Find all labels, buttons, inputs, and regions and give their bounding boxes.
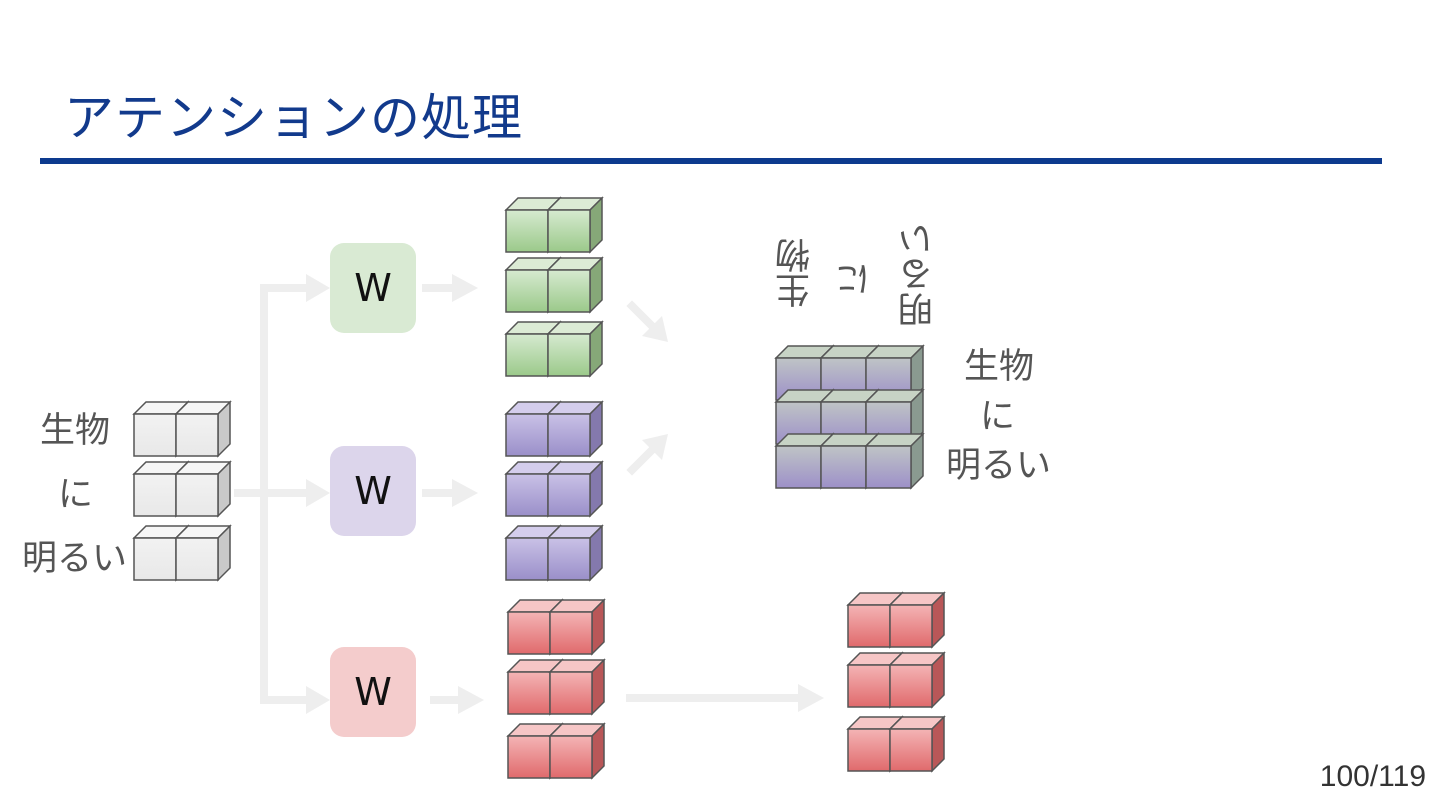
query-block-1-cell-2	[546, 196, 604, 254]
matrix-col-token-1: 生物	[776, 238, 816, 308]
input-block-1-cell-2	[174, 400, 232, 458]
key-block-2-cell-2	[546, 460, 604, 518]
output-block-1-cell-1	[846, 591, 904, 649]
matrix-row-token-2: に	[980, 397, 1016, 437]
input-block-3-cell-2	[174, 524, 232, 582]
input-block-2-cell-2	[174, 460, 232, 518]
matrix-col-token-3: 明るい	[899, 222, 939, 327]
key-weight-box: W	[330, 446, 416, 536]
input-block-2-cell-1	[132, 460, 190, 518]
attention-cell-3-3	[864, 432, 925, 490]
value-block-3-cell-1	[506, 722, 564, 780]
slide-title: アテンションの処理	[64, 89, 523, 147]
flow-arrows	[234, 284, 804, 704]
input-token-3: 明るい	[22, 539, 128, 579]
query-block-3-cell-2	[546, 320, 604, 378]
output-block-2-cell-2	[888, 651, 946, 709]
page-number: 100/119	[1319, 760, 1426, 793]
matrix-row-token-3: 明るい	[946, 446, 1052, 486]
value-weight-box: W	[330, 647, 416, 737]
value-block-1-cell-2	[548, 598, 606, 656]
arrow-heads	[306, 274, 824, 714]
input-token-2: に	[58, 475, 94, 515]
matrix-col-token-2: に	[836, 262, 876, 297]
title-rule	[40, 158, 1382, 164]
output-block-3-cell-2	[888, 715, 946, 773]
value-block-3-cell-2	[548, 722, 606, 780]
input-token-1: 生物	[40, 411, 111, 451]
key-block-3-cell-2	[546, 524, 604, 582]
query-weight-box: W	[330, 243, 416, 333]
output-block-1-cell-2	[888, 591, 946, 649]
value-block-2-cell-2	[548, 658, 606, 716]
embedding-blocks	[132, 196, 946, 780]
key-block-1-cell-2	[546, 400, 604, 458]
matrix-row-token-1: 生物	[964, 347, 1035, 387]
query-block-2-cell-2	[546, 256, 604, 314]
